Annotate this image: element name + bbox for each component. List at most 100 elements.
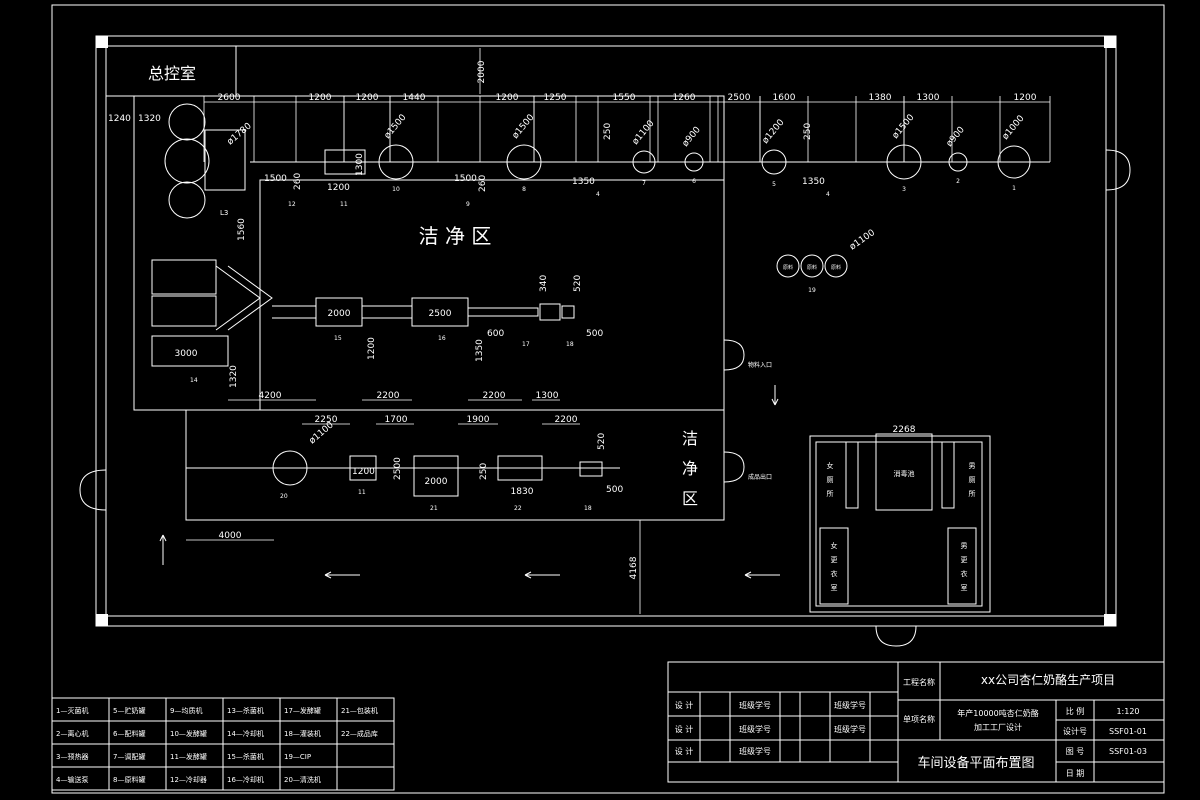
svg-text:设计号: 设计号 <box>1063 726 1087 736</box>
svg-text:1350: 1350 <box>475 339 485 362</box>
clean-zone-lower-label: 洁 净 区 <box>682 429 698 508</box>
dim-top-11: 1300 <box>917 93 940 103</box>
small-tanks-19: 原料 原料 原料 ø1100 19 <box>776 228 877 294</box>
svg-text:1560: 1560 <box>237 218 247 241</box>
svg-text:设 计: 设 计 <box>675 724 694 734</box>
svg-text:1500: 1500 <box>454 174 477 184</box>
dim-1320: 1320 <box>138 114 161 124</box>
clean-zone-room <box>259 179 725 411</box>
svg-text:16: 16 <box>438 335 446 342</box>
svg-text:21: 21 <box>430 505 438 512</box>
legend-cell: 9—均质机 <box>170 706 202 715</box>
svg-text:2000: 2000 <box>328 309 351 319</box>
tank-6 <box>948 152 968 172</box>
tank-2 <box>632 150 656 174</box>
svg-text:所: 所 <box>969 489 976 498</box>
dim-top-10: 1380 <box>869 93 892 103</box>
legend-cell: 13—杀菌机 <box>227 706 264 715</box>
svg-text:室: 室 <box>961 583 968 592</box>
building-inner-wall <box>105 45 1107 617</box>
tank-3 <box>684 152 704 172</box>
svg-text:1350: 1350 <box>572 177 595 187</box>
svg-text:ø1780: ø1780 <box>226 121 254 147</box>
control-room: 总控室 <box>105 45 237 97</box>
legend-cell: 10—发酵罐 <box>170 729 207 738</box>
svg-text:衣: 衣 <box>831 569 838 578</box>
flow-arrows <box>159 385 780 579</box>
svg-text:1200: 1200 <box>327 183 350 193</box>
dim-top-0: 2600 <box>218 93 241 103</box>
svg-text:4200: 4200 <box>259 391 282 401</box>
svg-text:2200: 2200 <box>483 391 506 401</box>
dim-top-6: 1550 <box>613 93 636 103</box>
svg-text:消毒池: 消毒池 <box>894 469 915 478</box>
svg-text:L3: L3 <box>220 209 228 217</box>
dim-top-9: 1600 <box>773 93 796 103</box>
svg-text:17: 17 <box>522 341 530 348</box>
tank-4 <box>761 149 787 175</box>
legend-cell: 14—冷却机 <box>227 729 264 738</box>
middle-equipment: 3000 14 2000 15 2500 16 340 520 600 500 … <box>151 218 603 401</box>
legend-cell: 19—CIP <box>284 753 311 761</box>
svg-text:4168: 4168 <box>629 556 639 579</box>
svg-text:原料: 原料 <box>831 264 841 271</box>
lower-equipment: 20 ø1100 1200 11 2000 21 2500 250 1830 2… <box>186 415 623 512</box>
corner-columns <box>96 36 1116 626</box>
svg-text:女: 女 <box>831 541 838 550</box>
svg-text:更: 更 <box>961 556 968 564</box>
svg-text:2000: 2000 <box>425 477 448 487</box>
legend-cell: 5—贮奶罐 <box>113 706 145 715</box>
svg-text:22: 22 <box>514 505 522 512</box>
dim-top-3: 1440 <box>403 93 426 103</box>
svg-text:1300: 1300 <box>355 153 365 176</box>
svg-text:净: 净 <box>682 459 698 478</box>
svg-text:区: 区 <box>682 489 698 508</box>
tank-number-6: 2 <box>956 178 960 185</box>
legend-cell: 18—灌装机 <box>284 729 321 738</box>
dim-top-12: 1200 <box>1014 93 1037 103</box>
svg-text:19: 19 <box>808 287 816 294</box>
small-dims-upper: 1500 260 1200 1300 1500 260 1350 250 250… <box>264 123 830 208</box>
outlet-label: 成品出口 <box>748 473 772 481</box>
control-room-label: 总控室 <box>148 64 196 83</box>
svg-text:SSF01-01: SSF01-01 <box>1109 727 1147 736</box>
dim-top-8: 2500 <box>728 93 751 103</box>
svg-text:原料: 原料 <box>807 264 817 271</box>
tank-number-0: 10 <box>392 186 400 193</box>
svg-text:9: 9 <box>466 201 470 208</box>
svg-text:14: 14 <box>190 377 198 384</box>
tank-number-5: 3 <box>902 186 906 193</box>
svg-text:xx公司杏仁奶酪生产项目: xx公司杏仁奶酪生产项目 <box>981 672 1115 687</box>
dim-top-1: 1200 <box>309 93 332 103</box>
svg-text:班级学号: 班级学号 <box>834 724 866 734</box>
tank-number-3: 6 <box>692 178 696 185</box>
svg-text:4000: 4000 <box>219 531 242 541</box>
svg-text:1200: 1200 <box>352 467 375 477</box>
dim-2000-top: 2000 <box>477 48 487 94</box>
clean-zone-lower <box>185 409 725 521</box>
svg-text:1:120: 1:120 <box>1116 707 1139 716</box>
tank-diameter-4: ø1200 <box>761 118 787 146</box>
svg-text:1320: 1320 <box>229 365 239 388</box>
svg-text:2200: 2200 <box>377 391 400 401</box>
svg-text:2000: 2000 <box>477 60 487 83</box>
svg-text:500: 500 <box>586 329 603 339</box>
staff-rooms: 2268 消毒池 女 厕 所 男 厕 所 女 更 衣 室 男 更 衣 室 <box>809 425 991 613</box>
svg-text:1350: 1350 <box>802 177 825 187</box>
legend-cell: 1—灭菌机 <box>56 706 88 715</box>
svg-text:20: 20 <box>280 493 288 500</box>
legend-cell: 7—调配罐 <box>113 752 145 761</box>
svg-text:工程名称: 工程名称 <box>903 677 935 687</box>
svg-text:250: 250 <box>479 463 489 480</box>
legend-cell: 16—冷却机 <box>227 775 264 784</box>
drawing-border <box>51 4 1165 794</box>
tank-number-4: 5 <box>772 181 776 188</box>
svg-text:18: 18 <box>566 341 574 348</box>
svg-text:男: 男 <box>961 542 968 550</box>
svg-text:1500: 1500 <box>264 174 287 184</box>
legend-cell: 21—包装机 <box>341 706 378 715</box>
svg-text:SSF01-03: SSF01-03 <box>1109 747 1147 756</box>
dim-1240: 1240 <box>108 114 131 124</box>
inlet-label: 物料入口 <box>748 361 772 369</box>
tank-number-7: 1 <box>1012 185 1016 192</box>
